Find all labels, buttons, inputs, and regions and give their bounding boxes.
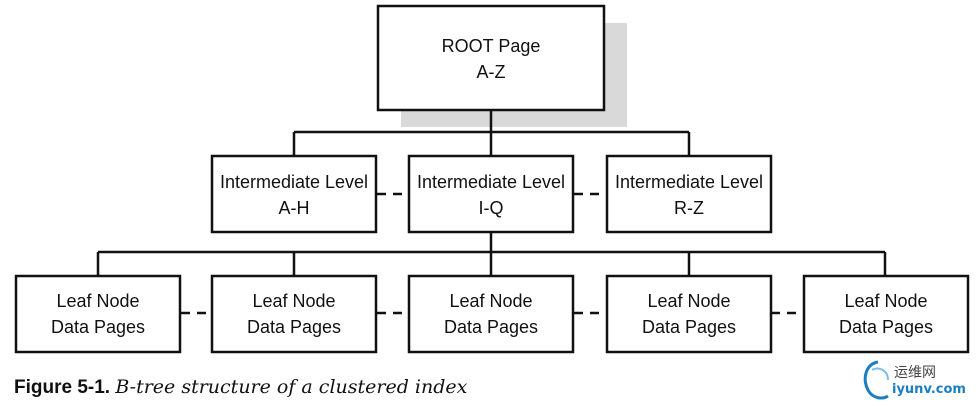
leaf-node-label: Leaf Node [56, 291, 139, 311]
leaf-node-3: Leaf Node Data Pages [407, 274, 575, 354]
figure-number: Figure 5-1. [14, 377, 111, 398]
root-node-label: ROOT Page [442, 36, 541, 56]
leaf-node-label: Leaf Node [449, 291, 532, 311]
watermark: 运维网 iyunv.com [858, 358, 968, 404]
intermediate-node-r-z: Intermediate Level R-Z [605, 154, 773, 234]
intermediate-node-range: I-Q [479, 198, 504, 218]
intermediate-node-a-h: Intermediate Level A-H [210, 154, 378, 234]
intermediate-node-i-q: Intermediate Level I-Q [407, 154, 575, 234]
leaf-node-4: Leaf Node Data Pages [605, 274, 773, 354]
leaf-node-5: Leaf Node Data Pages [802, 274, 970, 354]
watermark-chinese-text: 运维网 [894, 365, 936, 381]
leaf-node-label: Leaf Node [844, 291, 927, 311]
leaf-node-sublabel: Data Pages [839, 317, 933, 337]
figure-description: B-tree structure of a clustered index [115, 376, 468, 398]
leaf-node-sublabel: Data Pages [642, 317, 736, 337]
leaf-node-label: Leaf Node [252, 291, 335, 311]
intermediate-node-range: R-Z [674, 198, 704, 218]
intermediate-node-label: Intermediate Level [417, 172, 565, 192]
root-node-range: A-Z [477, 62, 506, 82]
leaf-node-1: Leaf Node Data Pages [14, 274, 182, 354]
leaf-node-label: Leaf Node [647, 291, 730, 311]
intermediate-node-label: Intermediate Level [615, 172, 763, 192]
dashed-links [181, 192, 804, 315]
figure-caption: Figure 5-1. B-tree structure of a cluste… [14, 376, 467, 399]
leaf-node-sublabel: Data Pages [444, 317, 538, 337]
leaf-node-sublabel: Data Pages [247, 317, 341, 337]
watermark-logo-icon [863, 360, 889, 400]
root-node: ROOT Page A-Z [376, 4, 606, 112]
leaf-node-2: Leaf Node Data Pages [210, 274, 378, 354]
intermediate-node-range: A-H [279, 198, 310, 218]
connector-lines [96, 110, 887, 276]
leaf-node-sublabel: Data Pages [51, 317, 145, 337]
watermark-url: iyunv.com [892, 382, 966, 397]
intermediate-node-label: Intermediate Level [220, 172, 368, 192]
